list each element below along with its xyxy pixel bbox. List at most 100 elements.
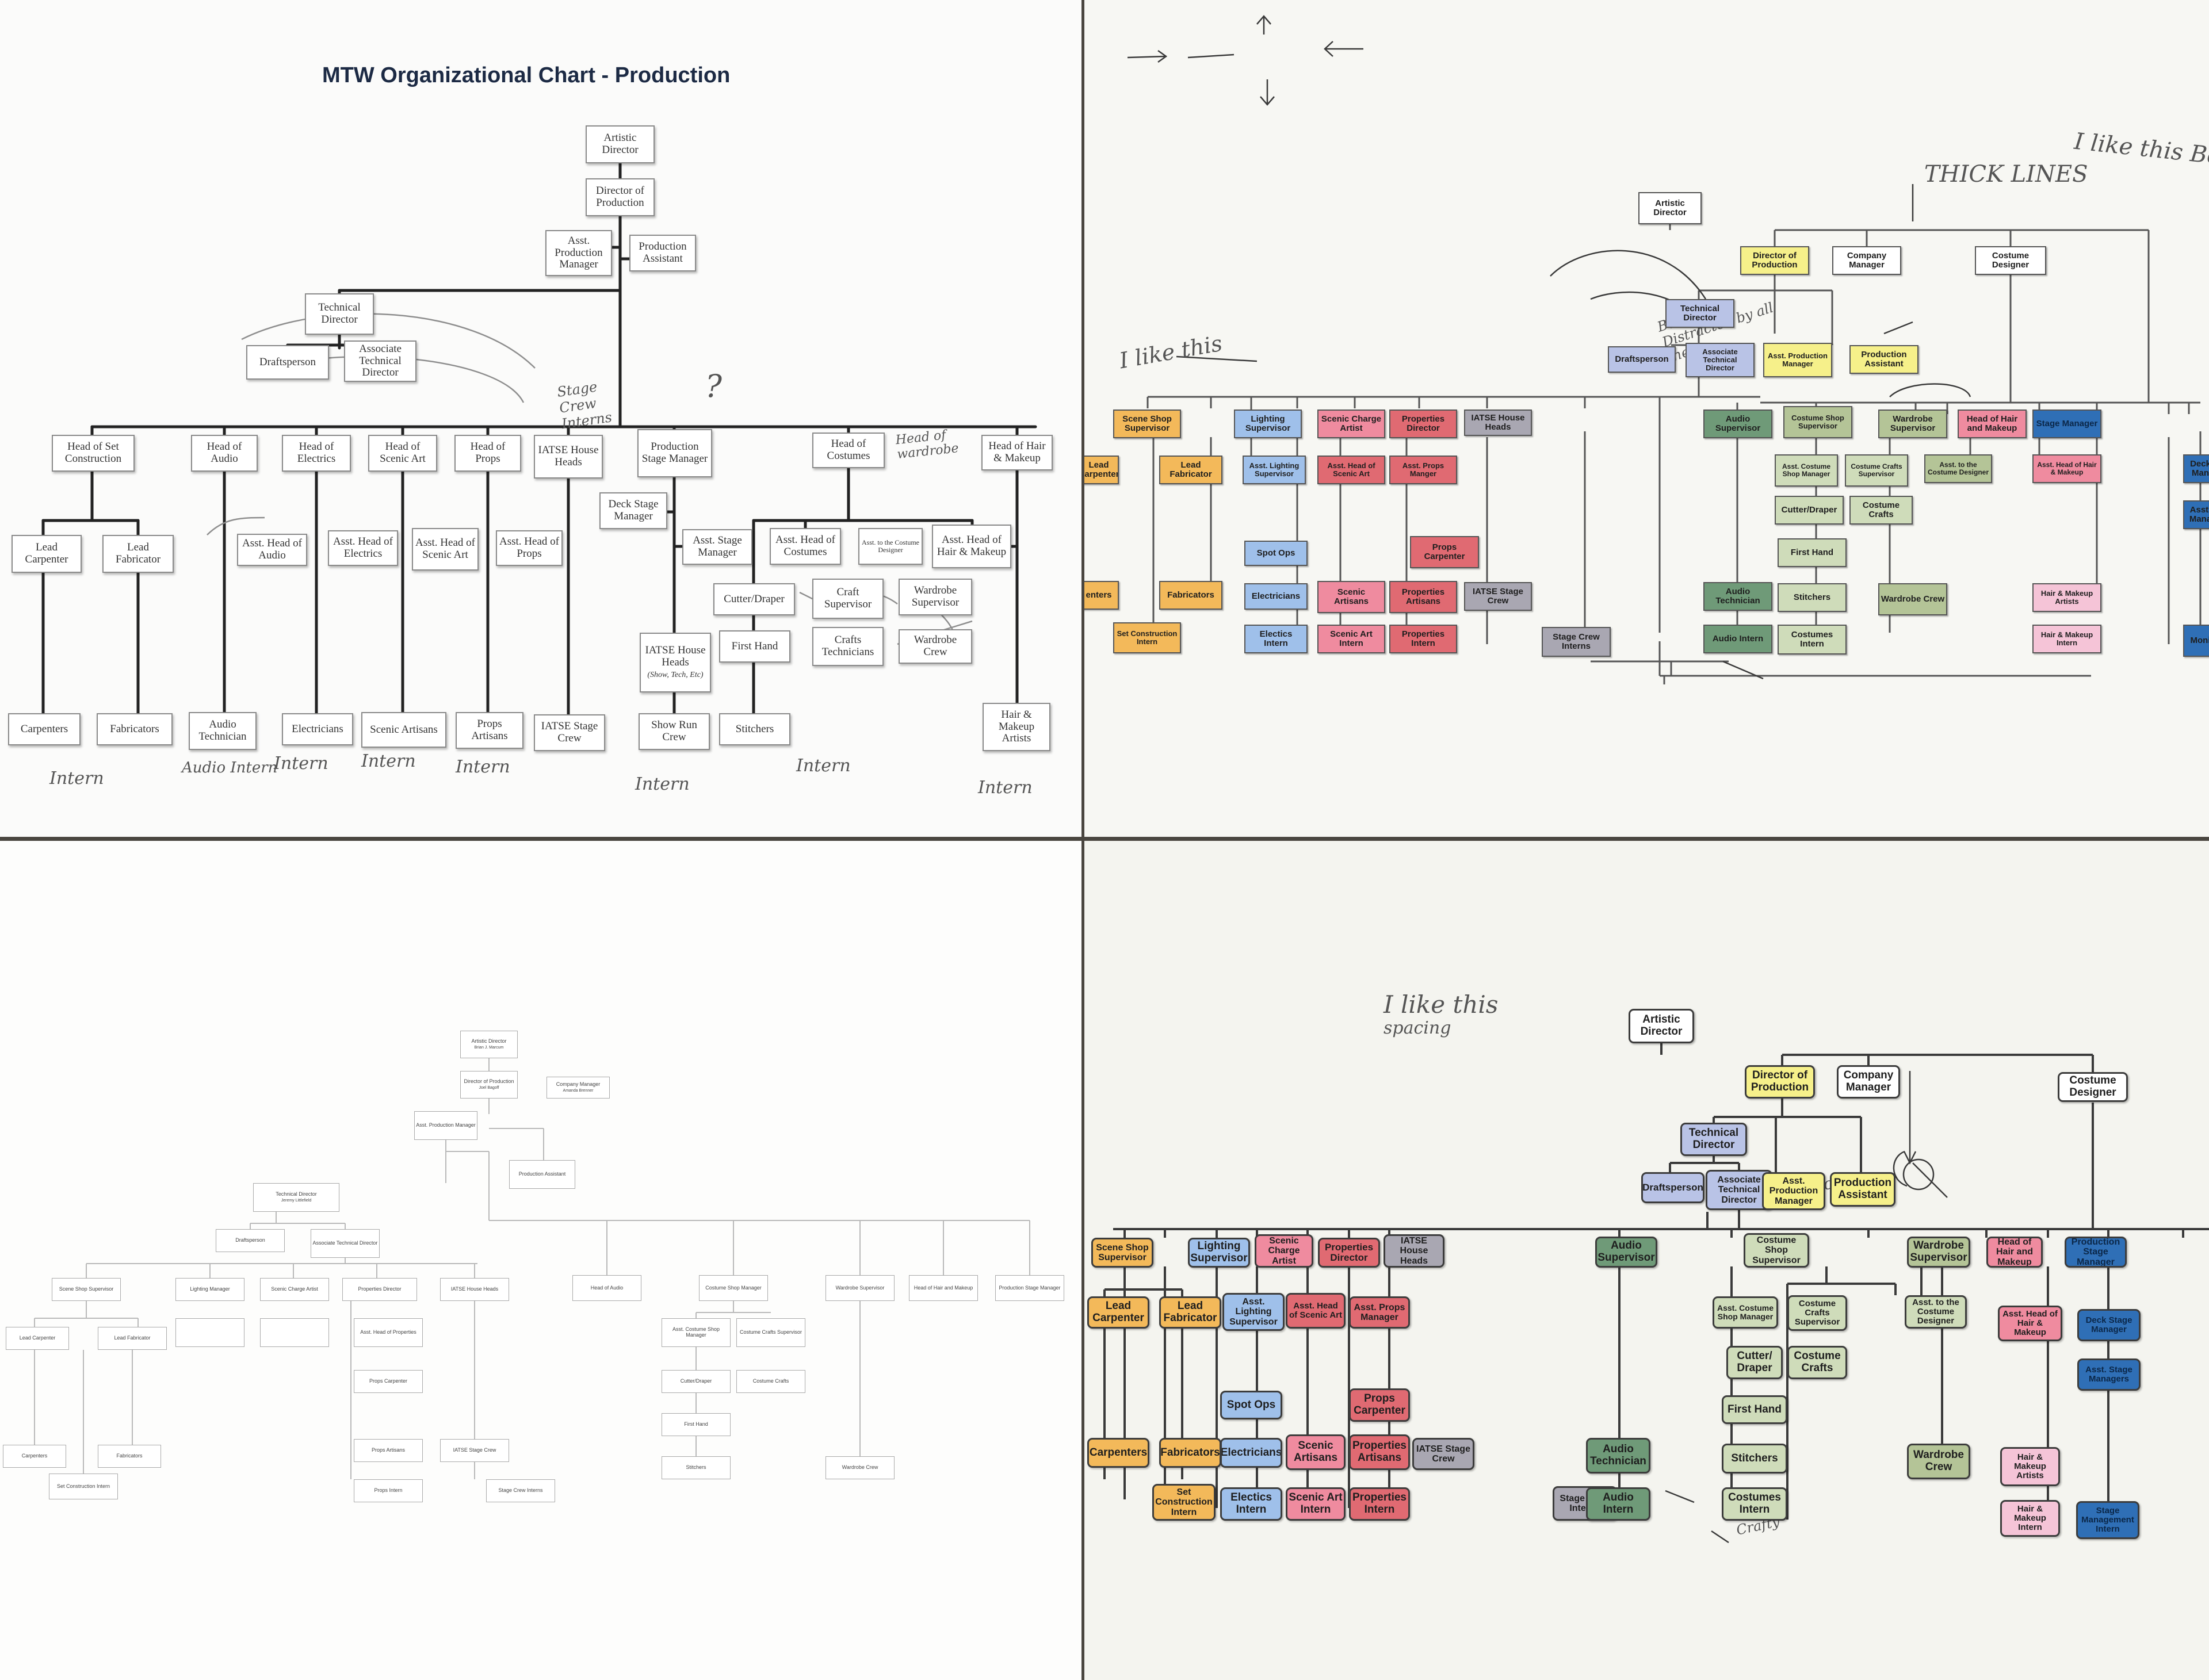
node-lighting-empty: [175, 1318, 244, 1347]
node-scene-shop-supervisor: Scene Shop Supervisor: [1091, 1238, 1153, 1268]
node-asst-lighting-supervisor: Asst. Lighting Supervisor: [1222, 1293, 1285, 1331]
node-iatse-house-heads: IATSE House Heads: [440, 1278, 509, 1301]
node-associate-technical-director: Associate Technical Director: [1686, 343, 1755, 377]
node-head-props: Head of Props: [454, 435, 521, 472]
node-properties-intern: Properties Intern: [1349, 1487, 1410, 1521]
node-production-assistant: Production Assistant: [1849, 345, 1918, 374]
node-asst-head-hair-makeup: Asst. Head of Hair & Makeup: [932, 525, 1011, 568]
node-lighting-manager: Lighting Manager: [175, 1278, 244, 1301]
connector-lines: [41, 142, 1037, 721]
node-set-construction-intern: Set Construction Intern: [1152, 1484, 1216, 1521]
node-asst-head-scenic-art: Asst. Head of Scenic Art: [412, 528, 479, 571]
node-set-construction-intern: Set Construction Intern: [49, 1474, 118, 1499]
node-scenic-charge-artist: Scenic Charge Artist: [1317, 410, 1385, 438]
node-head-hair-makeup: Head of Hair and Makeup: [1986, 1237, 2043, 1268]
node-head-scenic-art: Head of Scenic Art: [368, 435, 437, 472]
node-asst-props-manager: Asst. Props Manager: [1349, 1296, 1410, 1329]
node-costume-designer: Costume Designer: [1975, 246, 2046, 275]
technical-director-person: Jeremy Littlefield: [281, 1199, 312, 1203]
node-show-run-crew: Show Run Crew: [639, 713, 710, 750]
sheet-colored-square-chart: THICK LINES I like this Better I like th…: [1084, 0, 2209, 837]
node-properties-director: Properties Director: [1389, 410, 1457, 438]
node-props-artisans: Props Artisans: [354, 1439, 423, 1462]
node-iatse-house-heads-show: IATSE House Heads(Show, Tech, Etc): [640, 633, 711, 692]
node-asst-stage-manager: Asst. Stage Manager: [682, 529, 752, 565]
sheet-serif-chart: MTW Organizational Chart - Production Ar…: [0, 0, 1081, 837]
node-electricians: Electricians: [282, 713, 353, 745]
node-asst-props-manager: Asst. Props Manger: [1389, 456, 1457, 484]
node-deck-manager: Deck Man: [2183, 454, 2209, 483]
node-costume-shop-supervisor: Costume Shop Supervisor: [1744, 1233, 1809, 1268]
iatse-show-label: IATSE House Heads(Show, Tech, Etc): [642, 645, 709, 680]
node-lead-carpenter: Lead Carpenter: [6, 1327, 69, 1350]
note-head-of-wardrobe: Head of wardrobe: [895, 428, 960, 462]
node-company-manager: Company Manager: [1837, 1065, 1900, 1099]
node-properties-artisans: Properties Artisans: [1389, 581, 1457, 613]
node-spot-ops: Spot Ops: [1220, 1391, 1282, 1419]
sheet-colored-rounded-chart: I like this spacing Felt Crafty Cross Ar…: [1084, 841, 2209, 1680]
node-scene-shop-supervisor: Scene Shop Supervisor: [52, 1278, 121, 1301]
node-stitchers: Stitchers: [1722, 1444, 1787, 1474]
node-technical-director: Technical Director: [305, 293, 374, 335]
node-wardrobe-supervisor: Wardrobe Supervisor: [899, 579, 972, 615]
node-electricians: Electricians: [1220, 1438, 1282, 1468]
node-artistic-director: Artistic Director: [586, 125, 655, 163]
node-production-assistant: Production Assistant: [629, 235, 696, 271]
node-iatse-house-heads: IATSE House Heads: [534, 435, 603, 479]
node-asst-head-scenic-art: Asst. Head of Scenic Art: [1286, 1293, 1346, 1329]
node-carpenters: enters: [1084, 581, 1119, 610]
node-scenic-empty: [260, 1318, 329, 1347]
node-asst-costume-designer: Asst. to the Costume Designer: [858, 528, 923, 565]
node-costume-crafts-supervisor: Costume Crafts Supervisor: [1787, 1295, 1847, 1331]
node-electrics-intern: Electics Intern: [1220, 1487, 1282, 1521]
node-scenic-artisans: Scenic Artisans: [1286, 1434, 1346, 1470]
node-associate-technical-director: Associate Technical Director: [311, 1229, 380, 1258]
iatse-show-note: (Show, Tech, Etc): [647, 671, 704, 680]
node-director-of-production: Director of Production: [1745, 1065, 1815, 1099]
node-wardrobe-supervisor: Wardrobe Supervisor: [825, 1275, 895, 1301]
node-scenic-artisans: Scenic Artisans: [361, 712, 446, 748]
node-asst-costume-shop-manager: Asst. Costume Shop Manager: [1775, 454, 1838, 487]
node-electrics-intern: Electics Intern: [1244, 625, 1308, 653]
note-intern-hair: Intern: [978, 778, 1033, 798]
node-lead-carpenter: Lead Carpenter: [1087, 1296, 1149, 1329]
node-wardrobe-supervisor: Wardrobe Supervisor: [1878, 410, 1947, 438]
node-asst-production-manager: Asst. Production Manager: [414, 1111, 477, 1140]
node-properties-artisans: Properties Artisans: [1349, 1434, 1410, 1470]
node-stage-management-intern: Stage Management Intern: [2076, 1501, 2139, 1539]
node-asst-head-scenic-art: Asst. Head of Scenic Art: [1317, 456, 1385, 484]
node-carpenters: Carpenters: [8, 713, 81, 745]
node-props-carpenter: Props Carpenter: [354, 1370, 423, 1393]
node-cutter-draper: Cutter/Draper: [662, 1370, 731, 1393]
node-properties-director: Properties Director: [342, 1278, 417, 1301]
node-lead-fabricator: Lead Fabricator: [98, 1327, 167, 1350]
node-stage-crew-interns: Stage Crew Interns: [486, 1479, 555, 1502]
node-stage-crew-interns: Stage Crew Interns: [1542, 627, 1611, 657]
note-i-like-this: I like this: [1384, 990, 1499, 1019]
node-scenic-charge-artist: Scenic Charge Artist: [260, 1278, 329, 1301]
node-associate-technical-director: Associate Technical Director: [344, 340, 416, 382]
node-deck-stage-manager: Deck Stage Manager: [2077, 1309, 2141, 1341]
node-set-construction-intern: Set Construction Intern: [1113, 622, 1181, 653]
node-properties-intern: Properties Intern: [1389, 625, 1457, 653]
node-scenic-art-intern: Scenic Art Intern: [1317, 625, 1385, 653]
node-asst-head-props: Asst. Head of Props: [496, 530, 563, 566]
node-iatse-stage-crew: IATSE Stage Crew: [1412, 1438, 1474, 1470]
node-hair-makeup-artists: Hair & Makeup Artists: [2000, 1447, 2060, 1486]
node-stitchers: Stitchers: [719, 713, 790, 745]
note-question: ?: [705, 368, 722, 404]
node-asst-stage-managers: Asst. Stage Managers: [2077, 1358, 2141, 1391]
node-crafts-technicians: Crafts Technicians: [812, 627, 884, 666]
node-wardrobe-supervisor: Wardrobe Supervisor: [1907, 1237, 1970, 1268]
node-wardrobe-crew: Wardrobe Crew: [1878, 583, 1947, 615]
node-draftsperson: Draftsperson: [1641, 1172, 1704, 1203]
director-production-title: Director of Production: [464, 1078, 514, 1085]
node-head-of-audio: Head of Audio: [572, 1275, 641, 1301]
node-costume-crafts-supervisor: Costume Crafts Supervisor: [736, 1318, 805, 1347]
node-artistic-director: Artistic Director: [1629, 1009, 1694, 1043]
node-asst-production-manager: Asst. Production Manager: [1762, 1172, 1825, 1210]
